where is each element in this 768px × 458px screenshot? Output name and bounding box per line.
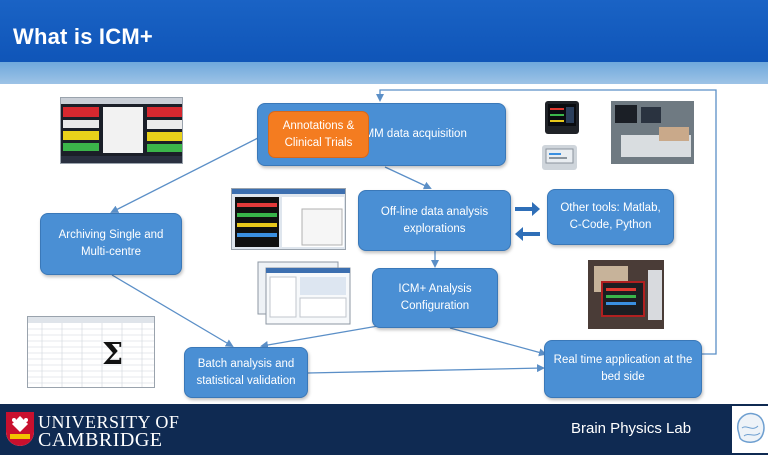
- arrow-from-other-tools: [515, 227, 540, 241]
- diagram-arrows: [110, 89, 717, 374]
- arrow-mmm-archiving: [110, 137, 259, 213]
- node-annotations[interactable]: Annotations & Clinical Trials: [268, 111, 369, 158]
- monitoring-screenshot-graphic: [61, 98, 182, 163]
- monitoring-screenshot-image: [60, 97, 183, 164]
- arrow-archiving-batch: [111, 274, 234, 348]
- slide-title: What is ICM+: [13, 24, 153, 49]
- spreadsheet-graphic: [28, 317, 154, 387]
- node-other-tools[interactable]: Other tools: Matlab, C-Code, Python: [547, 189, 674, 245]
- node-offline-analysis[interactable]: Off-line data analysis explorations: [358, 190, 511, 251]
- spreadsheet-image: Σ: [27, 316, 155, 388]
- sigma-symbol: Σ: [102, 337, 124, 372]
- lab-name: Brain Physics Lab: [571, 420, 692, 437]
- icu-photo-graphic: [611, 101, 694, 164]
- university-name-line1: UNIVERSITY OF: [38, 412, 180, 432]
- node-annotations-label: Annotations & Clinical Trials: [282, 119, 355, 149]
- icu-photo-image: [611, 101, 694, 164]
- arrow-mmm-offline: [384, 166, 432, 190]
- node-icm-configuration[interactable]: ICM+ Analysis Configuration: [372, 268, 498, 328]
- brain-logo-graphic: [737, 412, 765, 443]
- brain-logo: [732, 406, 768, 453]
- icm-diagram: Σ: [0, 84, 768, 404]
- header-band: [0, 62, 768, 84]
- node-realtime-application[interactable]: Real time application at the bed side: [544, 340, 702, 398]
- bedside-monitor-image: [545, 101, 579, 134]
- bedside-monitor-graphic: [548, 104, 576, 126]
- analysis-software-graphic: [232, 189, 345, 247]
- node-icm-config-label: ICM+ Analysis Configuration: [398, 283, 472, 312]
- node-archiving-label: Archiving Single and Multi-centre: [58, 229, 164, 258]
- monitor-device-graphic: [545, 148, 574, 164]
- arrow-config-batch: [260, 325, 379, 349]
- node-realtime-label: Real time application at the bed side: [553, 354, 693, 383]
- node-archiving[interactable]: Archiving Single and Multi-centre: [40, 213, 182, 275]
- node-other-tools-label: Other tools: Matlab, C-Code, Python: [560, 202, 661, 231]
- configuration-windows-graphic: [257, 261, 351, 325]
- node-mmm-label: MMM data acquisition: [355, 128, 467, 141]
- arrow-config-realtime: [449, 327, 547, 357]
- arrow-loop: [376, 89, 717, 355]
- analysis-software-image: [231, 188, 346, 250]
- slide-header: What is ICM+: [0, 0, 768, 62]
- node-batch-label: Batch analysis and statistical validatio…: [196, 357, 296, 387]
- monitor-device-image: [542, 145, 577, 170]
- node-batch-analysis[interactable]: Batch analysis and statistical validatio…: [184, 347, 308, 398]
- bedside-application-photo: [588, 260, 664, 329]
- configuration-windows-image: [256, 260, 354, 328]
- arrow-to-other-tools: [515, 202, 540, 216]
- cambridge-crest-logo: [6, 412, 34, 446]
- slide-footer: UNIVERSITY OF CAMBRIDGE Brain Physics La…: [0, 404, 768, 455]
- node-offline-label: Off-line data analysis explorations: [380, 205, 489, 235]
- cambridge-crest-graphic: [6, 412, 34, 446]
- university-name-line2: CAMBRIDGE: [38, 429, 163, 451]
- bedside-application-graphic: [588, 260, 664, 329]
- arrow-batch-realtime: [307, 364, 545, 374]
